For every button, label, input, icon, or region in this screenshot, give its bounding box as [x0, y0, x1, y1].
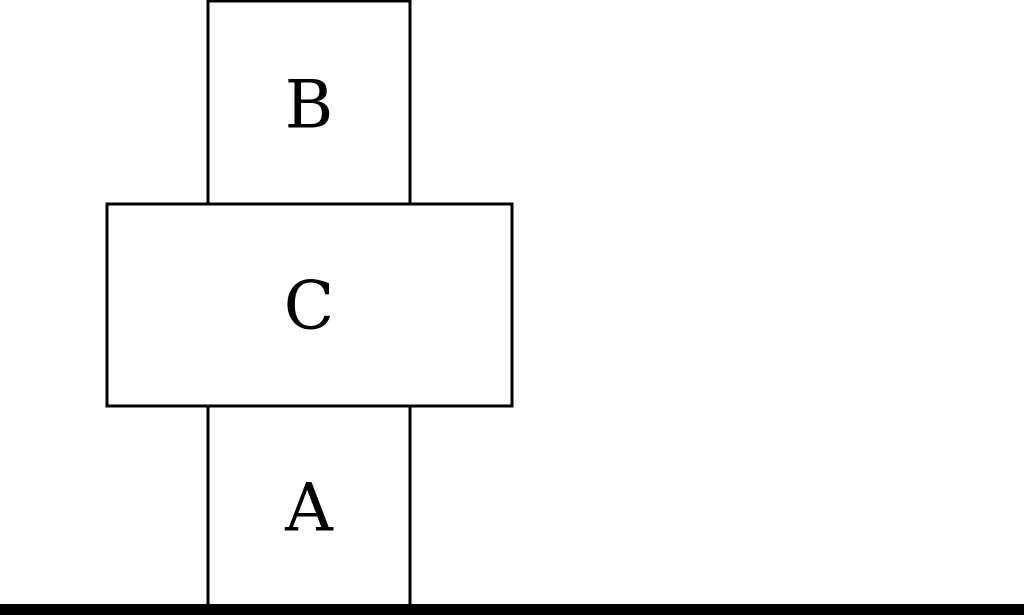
block-b: B — [206, 0, 412, 206]
block-b-label: B — [285, 67, 334, 144]
block-a-label: A — [284, 470, 334, 547]
ground-surface — [0, 604, 1024, 615]
block-a-rect — [206, 404, 412, 608]
block-c: C — [105, 202, 514, 408]
block-c-label: C — [284, 268, 335, 345]
block-c-rect — [105, 202, 514, 408]
block-a: A — [206, 404, 412, 608]
block-b-rect — [206, 0, 412, 206]
